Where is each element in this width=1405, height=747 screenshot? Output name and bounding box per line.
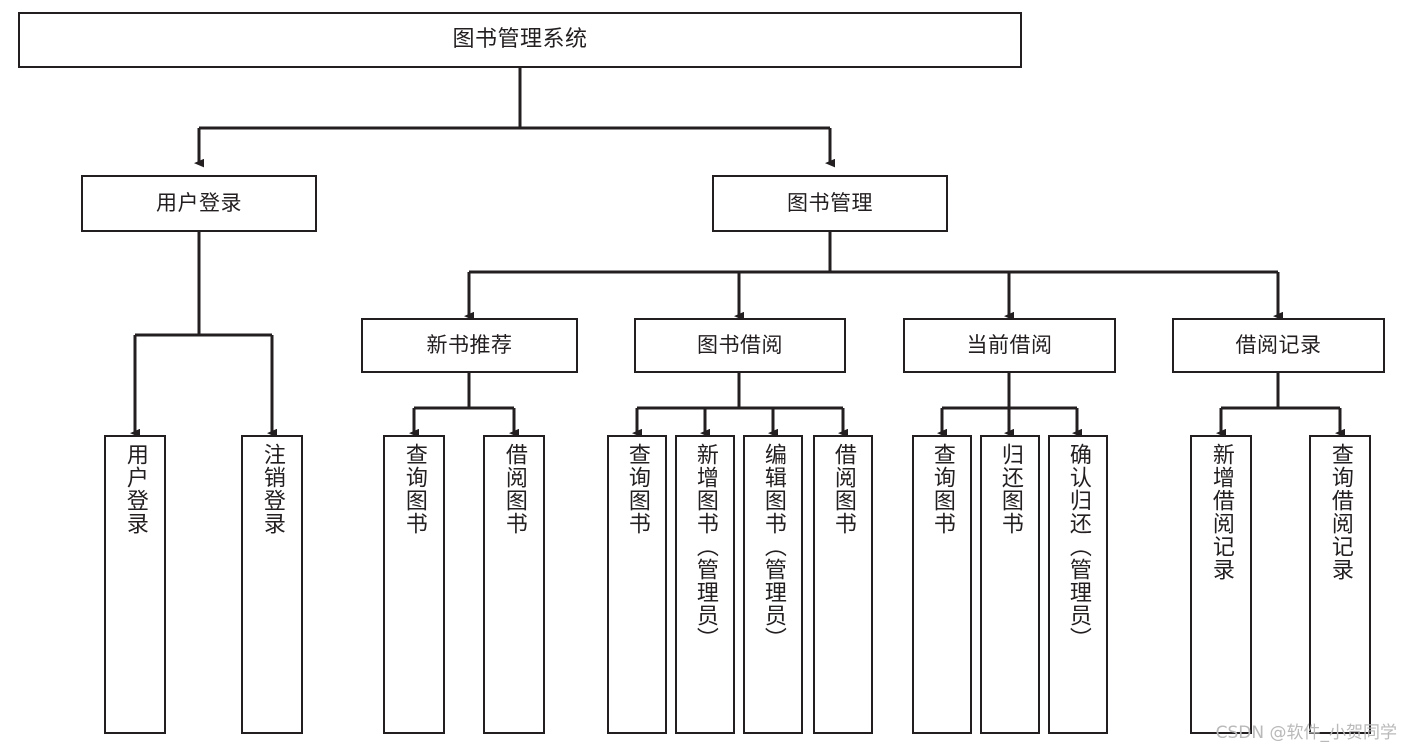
node-label: 用户登录 bbox=[122, 443, 148, 535]
leaf-borrow-book-recommend[interactable]: 借阅图书 bbox=[483, 435, 545, 734]
node-book-management[interactable]: 图书管理 bbox=[712, 175, 948, 232]
node-book-borrow[interactable]: 图书借阅 bbox=[634, 318, 846, 373]
node-label: 图书管理系统 bbox=[452, 26, 588, 52]
leaf-borrow-book[interactable]: 借阅图书 bbox=[813, 435, 873, 734]
leaf-query-book-borrow[interactable]: 查询图书 bbox=[607, 435, 667, 734]
node-label: 确认归还（管理员） bbox=[1065, 443, 1091, 650]
node-label: 查询图书 bbox=[624, 443, 650, 535]
node-label: 新增借阅记录 bbox=[1208, 443, 1234, 581]
node-label: 查询借阅记录 bbox=[1327, 443, 1353, 581]
node-label: 借阅图书 bbox=[830, 443, 856, 535]
node-label: 编辑图书（管理员） bbox=[760, 443, 786, 650]
node-user-login[interactable]: 用户登录 bbox=[81, 175, 317, 232]
leaf-query-borrow-record[interactable]: 查询借阅记录 bbox=[1309, 435, 1371, 734]
leaf-user-login[interactable]: 用户登录 bbox=[104, 435, 166, 734]
node-label: 新书推荐 bbox=[426, 332, 513, 357]
leaf-query-book-recommend[interactable]: 查询图书 bbox=[383, 435, 445, 734]
leaf-return-book[interactable]: 归还图书 bbox=[980, 435, 1040, 734]
node-label: 图书管理 bbox=[787, 190, 873, 215]
node-label: 借阅图书 bbox=[501, 443, 527, 535]
node-label: 借阅记录 bbox=[1235, 332, 1322, 357]
watermark-text: CSDN @软件_小贺同学 bbox=[1215, 723, 1397, 743]
node-borrow-record[interactable]: 借阅记录 bbox=[1172, 318, 1385, 373]
node-label: 图书借阅 bbox=[697, 332, 783, 357]
node-label: 注销登录 bbox=[259, 443, 285, 535]
leaf-add-borrow-record[interactable]: 新增借阅记录 bbox=[1190, 435, 1252, 734]
node-label: 新增图书（管理员） bbox=[692, 443, 718, 650]
node-label: 查询图书 bbox=[929, 443, 955, 535]
node-current-borrow[interactable]: 当前借阅 bbox=[903, 318, 1116, 373]
leaf-edit-book-admin[interactable]: 编辑图书（管理员） bbox=[743, 435, 803, 734]
node-label: 查询图书 bbox=[401, 443, 427, 535]
node-label: 当前借阅 bbox=[966, 332, 1053, 357]
node-root-system[interactable]: 图书管理系统 bbox=[18, 12, 1022, 68]
node-new-book-recommend[interactable]: 新书推荐 bbox=[361, 318, 578, 373]
leaf-confirm-return-admin[interactable]: 确认归还（管理员） bbox=[1048, 435, 1108, 734]
node-label: 用户登录 bbox=[156, 190, 242, 215]
node-label: 归还图书 bbox=[997, 443, 1023, 535]
leaf-logout[interactable]: 注销登录 bbox=[241, 435, 303, 734]
leaf-add-book-admin[interactable]: 新增图书（管理员） bbox=[675, 435, 735, 734]
leaf-query-book-current[interactable]: 查询图书 bbox=[912, 435, 972, 734]
